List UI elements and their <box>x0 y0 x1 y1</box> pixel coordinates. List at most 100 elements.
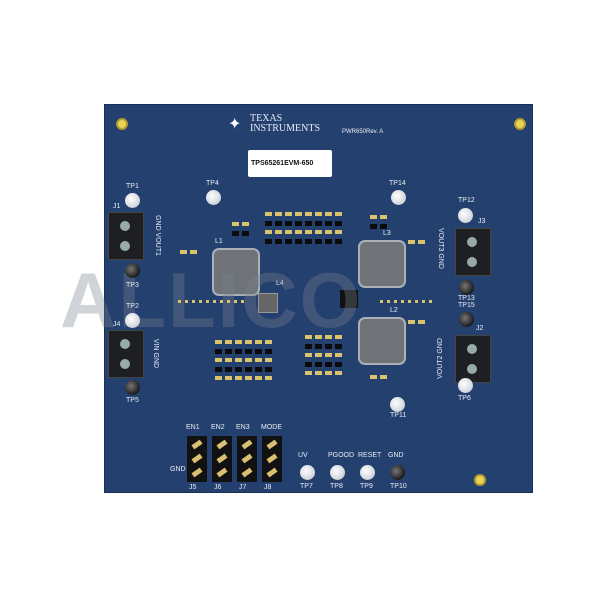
j1-net-label: GND VOUT1 <box>153 215 161 256</box>
jumper-header-j8[interactable] <box>262 436 282 482</box>
test-point-tp15[interactable] <box>459 312 474 327</box>
smd-component <box>225 376 232 380</box>
testpoint-ref: TP7 <box>300 483 313 490</box>
tp3-label: TP3 <box>126 282 139 289</box>
smd-component <box>285 212 292 216</box>
smd-component <box>305 221 312 226</box>
smd-component <box>335 239 342 244</box>
test-point-tp10[interactable] <box>390 465 405 480</box>
jumper-header-j6[interactable] <box>212 436 232 482</box>
smd-component <box>295 230 302 234</box>
smd-component <box>245 358 252 362</box>
smd-component <box>315 230 322 234</box>
header-pin <box>266 453 278 464</box>
test-point-tp13[interactable] <box>459 280 474 295</box>
smd-component <box>215 349 222 354</box>
tp11-label: TP11 <box>390 412 407 419</box>
via <box>415 300 418 303</box>
test-point-tp14[interactable] <box>391 190 406 205</box>
testpoint-signal-label: GND <box>388 452 404 459</box>
via <box>185 300 188 303</box>
smd-component <box>265 358 272 362</box>
j1-label: J1 <box>113 203 121 210</box>
test-point-tp1[interactable] <box>125 193 140 208</box>
inductor-l4 <box>258 293 278 313</box>
smd-component <box>305 371 312 375</box>
smd-component <box>255 349 262 354</box>
smd-component <box>265 349 272 354</box>
smd-component <box>315 353 322 357</box>
smd-component <box>245 340 252 344</box>
smd-component <box>380 215 387 219</box>
via <box>220 300 223 303</box>
smd-component <box>255 340 262 344</box>
via <box>213 300 216 303</box>
smd-component <box>232 231 239 236</box>
smd-component <box>235 367 242 372</box>
test-point-tp4[interactable] <box>206 190 221 205</box>
smd-component <box>225 349 232 354</box>
via <box>178 300 181 303</box>
smd-component <box>215 376 222 380</box>
mounting-hole <box>514 118 526 130</box>
smd-component <box>325 362 332 367</box>
smd-component <box>235 358 242 362</box>
mounting-hole <box>474 474 486 486</box>
test-point-tp7[interactable] <box>300 465 315 480</box>
jumper-gnd-label: GND <box>170 466 186 473</box>
smd-component <box>242 222 249 226</box>
smd-component <box>285 221 292 226</box>
smd-component <box>235 376 242 380</box>
brand-line2: INSTRUMENTS <box>250 123 321 134</box>
smd-component <box>305 353 312 357</box>
via <box>387 300 390 303</box>
smd-component <box>335 221 342 226</box>
smd-component <box>370 224 377 229</box>
brand-line1: TEXAS <box>250 113 283 124</box>
jumper-label: EN1 <box>186 424 200 431</box>
jumper-ref: J6 <box>214 484 222 491</box>
jumper-header-j7[interactable] <box>237 436 257 482</box>
smd-component <box>265 239 272 244</box>
test-point-tp5[interactable] <box>125 380 140 395</box>
j2-net-label: VOUT2 GND <box>436 338 444 379</box>
smd-component <box>380 224 387 229</box>
test-point-tp12[interactable] <box>458 208 473 223</box>
j4-label: J4 <box>113 321 121 328</box>
test-point-tp8[interactable] <box>330 465 345 480</box>
tp6-label: TP6 <box>458 395 471 402</box>
smd-component <box>295 239 302 244</box>
ic-chip <box>340 290 358 308</box>
via <box>408 300 411 303</box>
smd-component <box>305 344 312 349</box>
tp14-label: TP14 <box>389 180 406 187</box>
watermark: ALLICO <box>60 256 363 344</box>
smd-component <box>315 362 322 367</box>
test-point-tp2[interactable] <box>125 313 140 328</box>
jumper-label: MODE <box>261 424 282 431</box>
tp1-label: TP1 <box>126 183 139 190</box>
smd-component <box>305 230 312 234</box>
inductor-l2 <box>358 317 406 365</box>
header-pin <box>241 453 253 464</box>
test-point-tp11[interactable] <box>390 397 405 412</box>
smd-component <box>275 230 282 234</box>
smd-component <box>285 239 292 244</box>
via <box>380 300 383 303</box>
header-pin <box>191 467 203 478</box>
header-pin <box>266 439 278 450</box>
smd-component <box>305 212 312 216</box>
connector-j1 <box>108 212 144 260</box>
test-point-tp9[interactable] <box>360 465 375 480</box>
testpoint-signal-label: RESET <box>358 452 382 459</box>
smd-component <box>315 371 322 375</box>
smd-component <box>325 344 332 349</box>
smd-component <box>180 250 187 254</box>
smd-component <box>325 230 332 234</box>
testpoint-signal-label: PGOOD <box>328 452 355 459</box>
smd-component <box>408 320 415 324</box>
test-point-tp3[interactable] <box>125 263 140 278</box>
test-point-tp6[interactable] <box>458 378 473 393</box>
jumper-header-j5[interactable] <box>187 436 207 482</box>
l3-label: L3 <box>383 230 391 237</box>
